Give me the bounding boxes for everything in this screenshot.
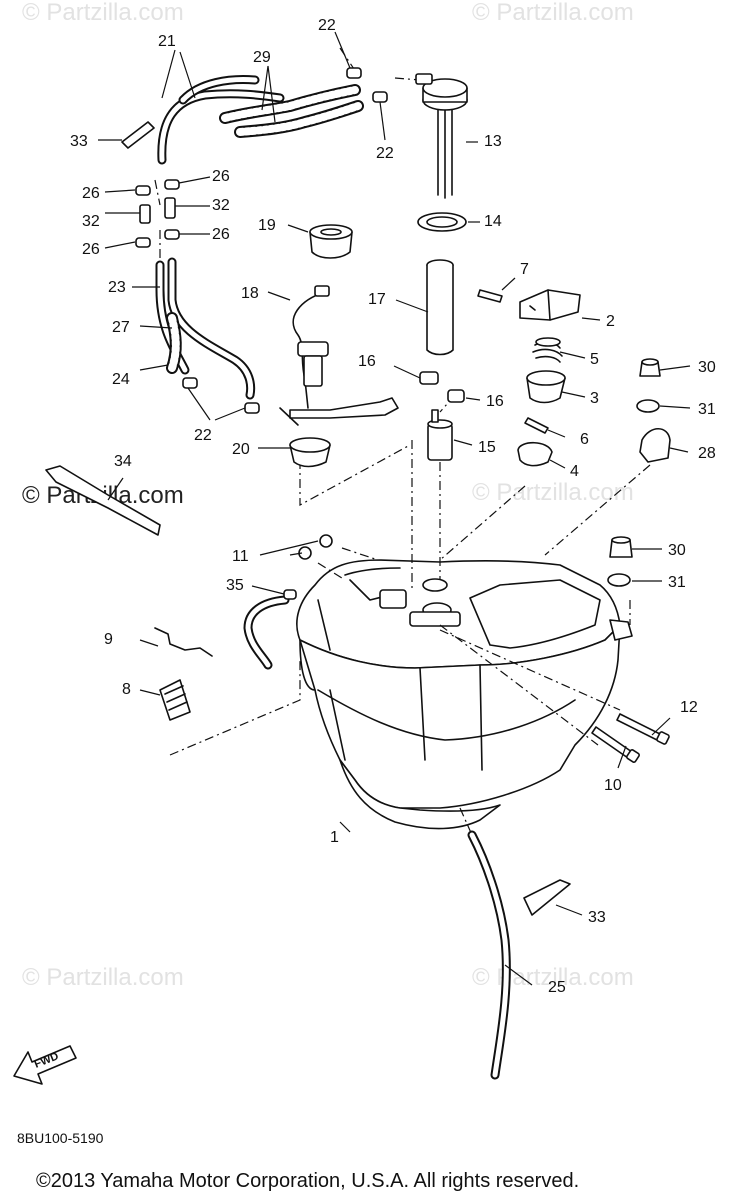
fuel-tank-part[interactable] — [296, 559, 633, 830]
joint-part[interactable] — [139, 197, 176, 224]
callout-18: 18 — [241, 285, 259, 302]
callout-34: 34 — [114, 453, 132, 470]
callout-25: 25 — [548, 979, 566, 996]
cable-tie-part[interactable] — [121, 121, 155, 149]
watermark: © Partzilla.com — [22, 0, 184, 26]
callout-13: 13 — [484, 133, 502, 150]
callout-17: 17 — [368, 291, 386, 308]
callout-32: 32 — [212, 197, 230, 214]
callout-22: 22 — [318, 17, 336, 34]
callout-31: 31 — [698, 401, 716, 418]
watermark: © Partzilla.com — [472, 479, 634, 506]
callout-26: 26 — [212, 226, 230, 243]
callout-4: 4 — [570, 463, 579, 480]
hose-25[interactable] — [467, 830, 511, 1080]
callout-19: 19 — [258, 217, 276, 234]
hose-35[interactable] — [243, 595, 290, 670]
callout-1: 1 — [330, 829, 339, 846]
callout-5: 5 — [590, 351, 599, 368]
callout-27: 27 — [112, 319, 130, 336]
callout-15: 15 — [478, 439, 496, 456]
callout-16: 16 — [486, 393, 504, 410]
callout-8: 8 — [122, 681, 131, 698]
damper-part[interactable] — [532, 337, 563, 363]
callout-26: 26 — [212, 168, 230, 185]
strainer-tube-part[interactable] — [426, 259, 454, 356]
callout-35: 35 — [226, 577, 244, 594]
bolt-part[interactable] — [591, 713, 670, 763]
clip-part[interactable] — [154, 627, 213, 657]
callout-33: 33 — [70, 133, 88, 150]
clip-part[interactable] — [182, 67, 388, 414]
callout-23: 23 — [108, 279, 126, 296]
corrugated-tube-27[interactable] — [166, 312, 182, 374]
callout-11: 11 — [232, 548, 249, 565]
watermark: © Partzilla.com — [22, 964, 184, 991]
fuel-sender-part[interactable] — [415, 73, 468, 199]
corrugated-tube-29[interactable] — [219, 84, 364, 138]
callout-24: 24 — [112, 371, 130, 388]
pump-grommet-part[interactable] — [289, 437, 331, 468]
bracket-part[interactable] — [639, 427, 671, 463]
callout-9: 9 — [104, 631, 113, 648]
fuel-pump-pickup-part[interactable] — [279, 285, 399, 426]
nut-part[interactable] — [609, 358, 661, 558]
callout-21: 21 — [158, 33, 176, 50]
callout-22: 22 — [194, 427, 212, 444]
grommet-part[interactable] — [309, 224, 353, 259]
watermark: © Partzilla.com — [472, 964, 634, 991]
callout-30: 30 — [668, 542, 686, 559]
clip-part[interactable] — [135, 179, 180, 248]
bracket-part[interactable] — [519, 289, 581, 321]
fuel-pump-part[interactable] — [427, 409, 453, 461]
callout-26: 26 — [82, 185, 100, 202]
callout-29: 29 — [253, 49, 271, 66]
callout-20: 20 — [232, 441, 250, 458]
watermark: © Partzilla.com — [472, 0, 634, 26]
callout-26: 26 — [82, 241, 100, 258]
callout-28: 28 — [698, 445, 716, 462]
callout-2: 2 — [606, 313, 615, 330]
clip-part[interactable] — [298, 534, 333, 560]
copyright-notice: ©2013 Yamaha Motor Corporation, U.S.A. A… — [36, 1170, 580, 1192]
callout-30: 30 — [698, 359, 716, 376]
callout-31: 31 — [668, 574, 686, 591]
clamp-part[interactable] — [283, 589, 297, 600]
callout-33: 33 — [588, 909, 606, 926]
clip-part[interactable] — [419, 371, 465, 403]
cable-tie-part[interactable] — [523, 879, 571, 916]
damper-part[interactable] — [517, 441, 553, 467]
pin-part[interactable] — [477, 289, 503, 303]
callout-10: 10 — [604, 777, 622, 794]
callout-16: 16 — [358, 353, 376, 370]
callout-12: 12 — [680, 699, 698, 716]
pin-part[interactable] — [524, 417, 549, 434]
diagram-code: 8BU100-5190 — [17, 1130, 104, 1146]
cap-part[interactable] — [526, 370, 566, 404]
fwd-arrow-icon: FWD — [13, 1045, 77, 1085]
strap-part[interactable] — [45, 465, 161, 536]
leader-lines — [98, 31, 691, 986]
damper-part[interactable] — [607, 399, 660, 587]
callout-7: 7 — [520, 261, 529, 278]
callout-32: 32 — [82, 213, 100, 230]
hose-21[interactable] — [157, 75, 285, 165]
lock-ring-part[interactable] — [417, 212, 467, 232]
damper-part[interactable] — [159, 679, 191, 721]
callout-14: 14 — [484, 213, 502, 230]
callout-22: 22 — [376, 145, 394, 162]
callout-3: 3 — [590, 390, 599, 407]
callout-6: 6 — [580, 431, 589, 448]
